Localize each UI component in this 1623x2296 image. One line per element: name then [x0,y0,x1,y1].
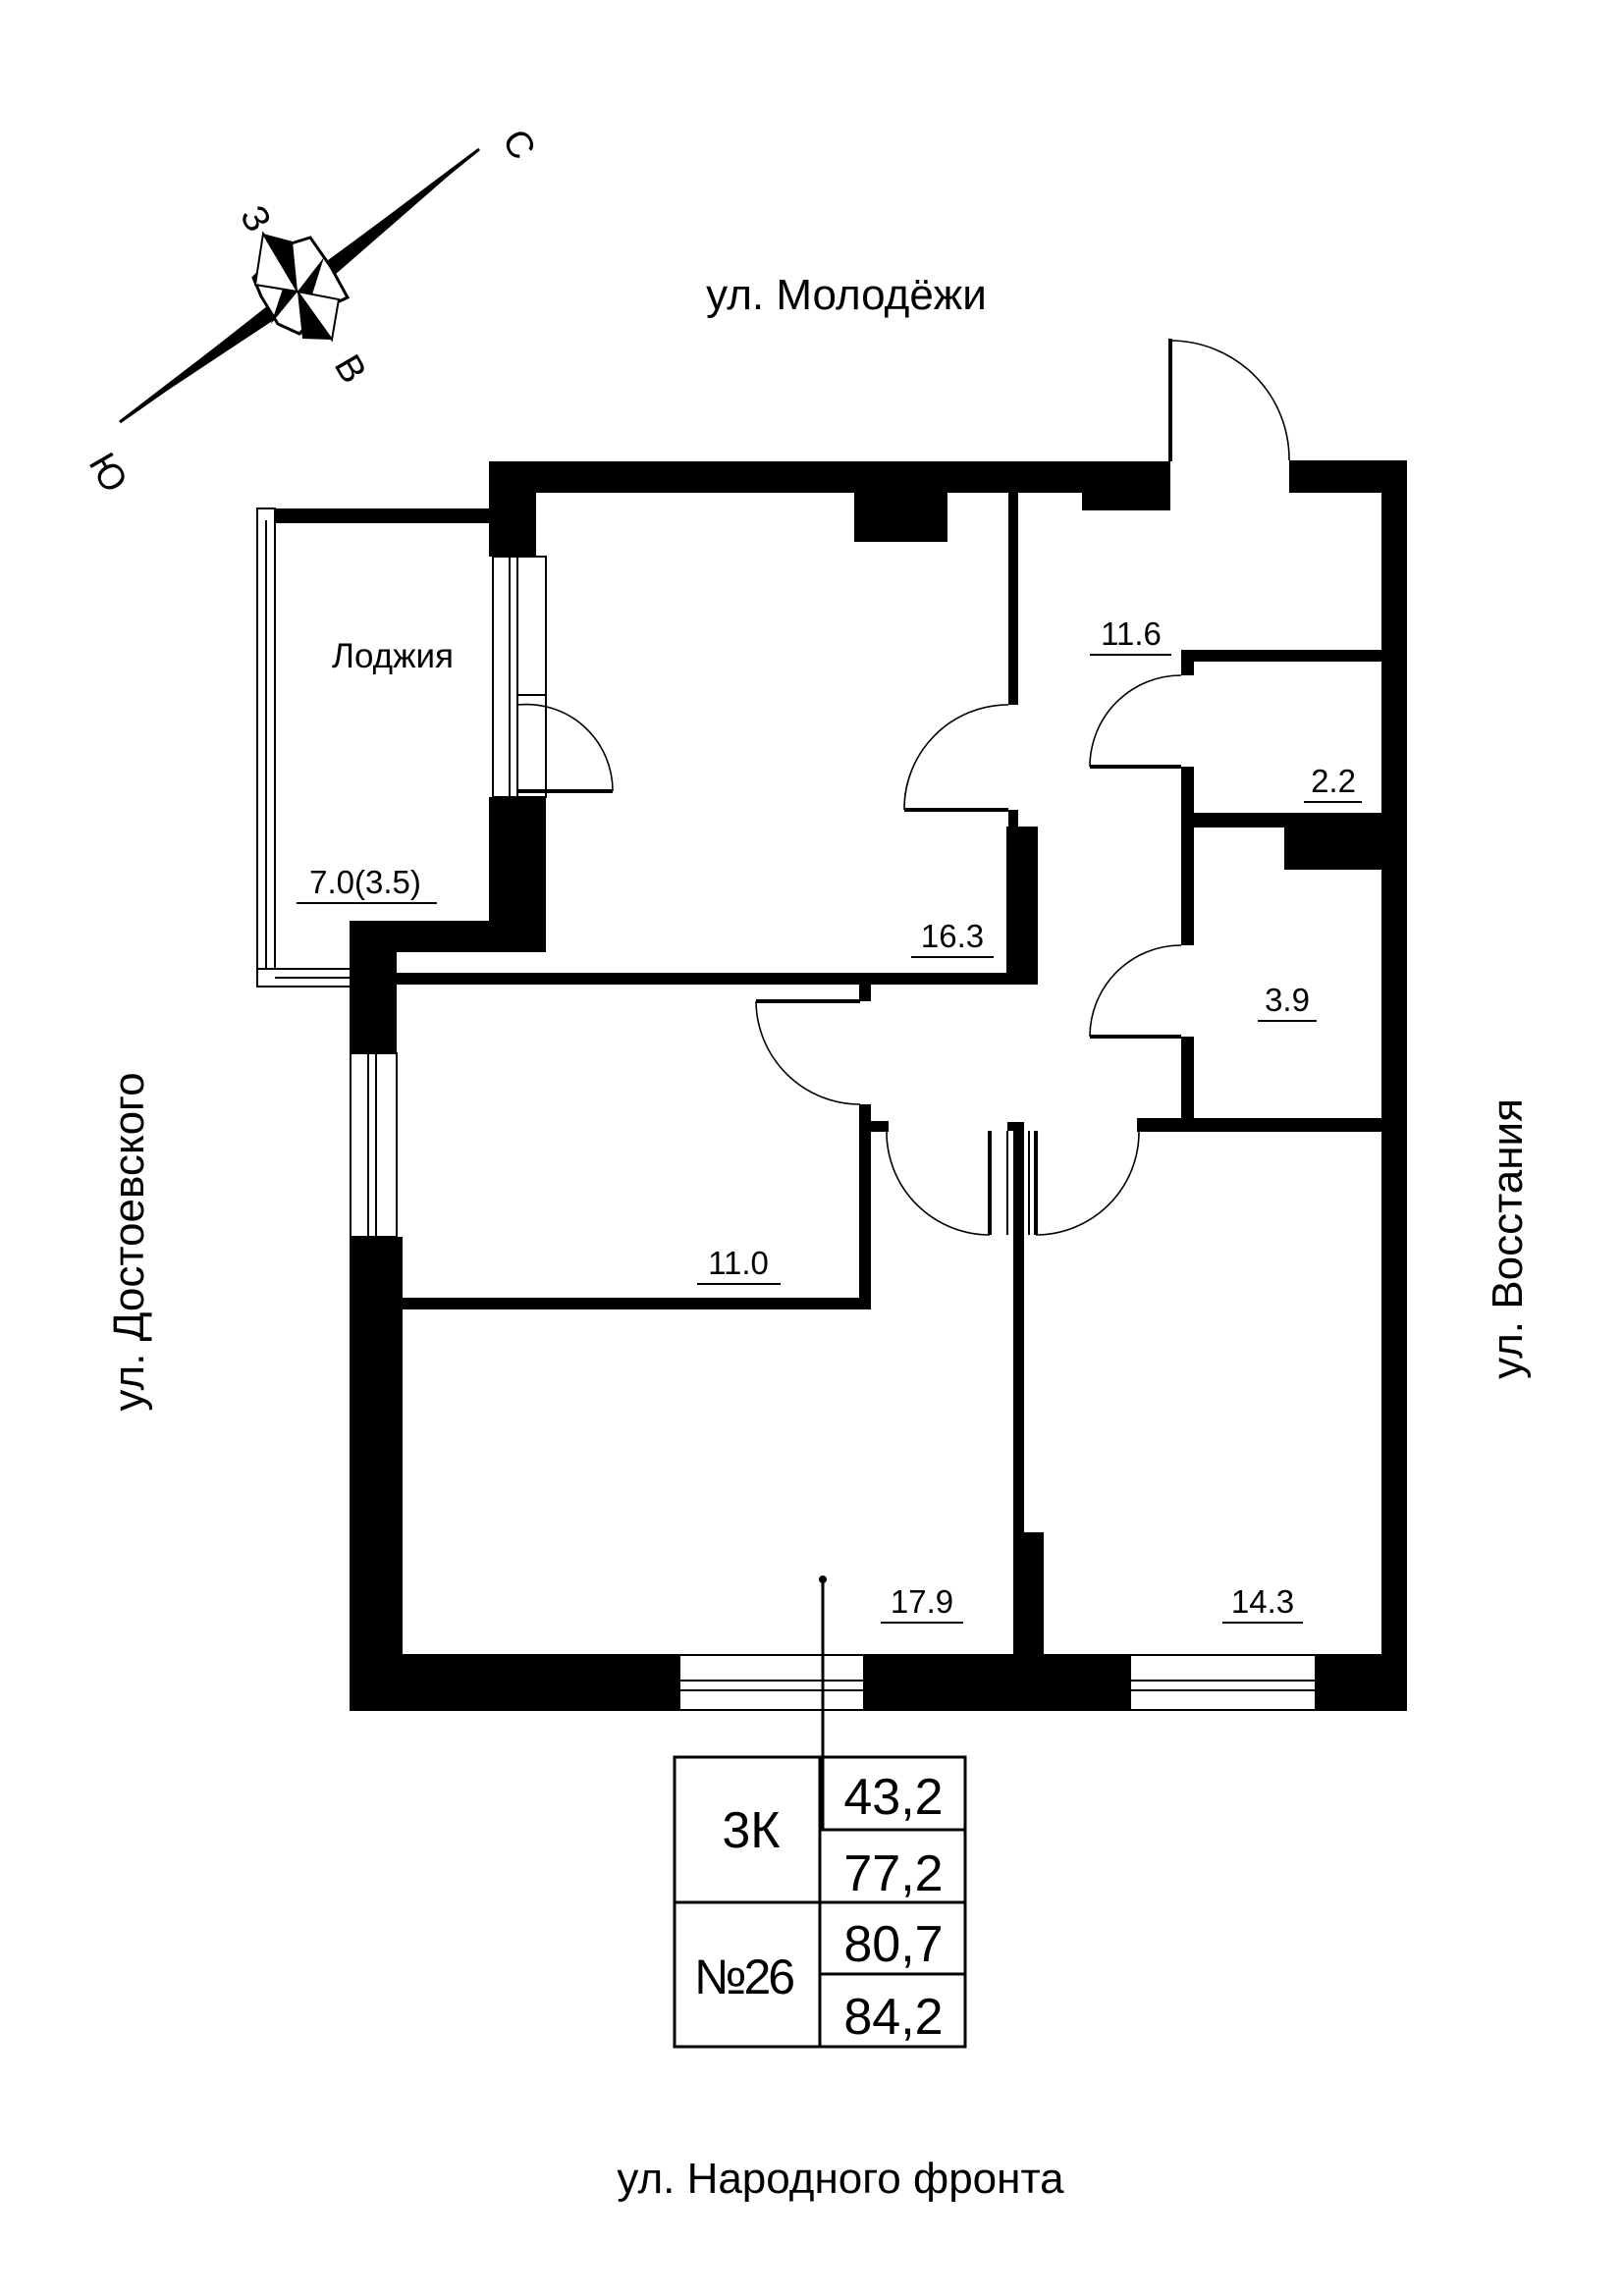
walls [350,460,1407,1711]
loggia-area-label: 7.0(3.5) [309,864,421,900]
room-area-11-0: 11.0 [708,1245,769,1281]
loggia [256,507,496,988]
room-area-2-2: 2.2 [1311,763,1356,799]
total-area-with-loggia-cell: 84,2 [843,1989,943,2046]
compass-west-label: З [232,199,279,240]
living-area-cell: 43,2 [843,1769,943,1826]
apartment-type-cell: 3К [722,1802,780,1859]
windows [350,556,1317,1711]
total-area-reduced-loggia-cell: 80,7 [843,1916,943,1973]
compass-south-label: Ю [81,447,135,500]
room-area-16-3: 16.3 [921,918,984,954]
street-label-top: ул. Молодёжи [706,271,987,319]
compass-east-label: В [326,348,374,391]
loggia-name-label: Лоджия [332,637,454,675]
room-area-14-3: 14.3 [1231,1583,1294,1620]
compass-rose-icon [119,147,480,424]
room-area-11-6: 11.6 [1101,615,1162,652]
compass-north-label: С [494,123,543,167]
doors [516,339,1290,1236]
street-label-right: ул. Восстания [1484,1098,1532,1379]
room-area-3-9: 3.9 [1265,982,1310,1018]
summary-table [673,1755,967,2049]
total-area-cell: 77,2 [843,1845,943,1902]
room-area-17-9: 17.9 [891,1583,953,1620]
street-label-left: ул. Достоевского [105,1072,153,1411]
street-label-bottom: ул. Народного фронта [617,2155,1064,2203]
apartment-number-cell: №26 [694,1949,793,2004]
